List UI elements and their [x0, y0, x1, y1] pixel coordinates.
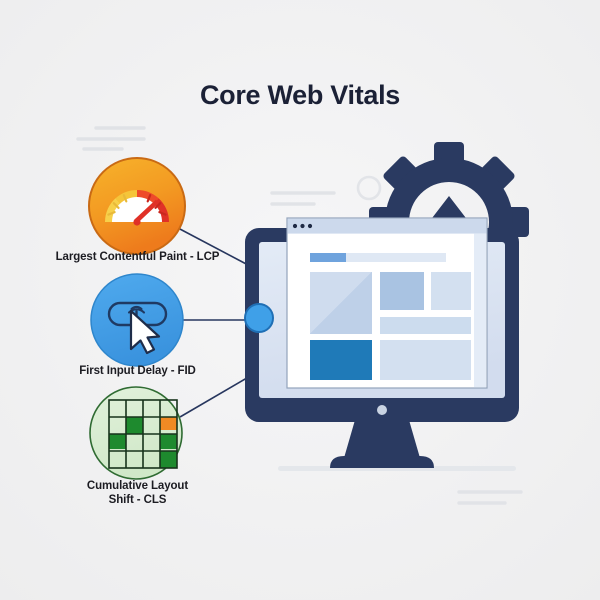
browser-titlebar-dots — [292, 223, 313, 229]
metric-icon-lcp[interactable] — [88, 157, 186, 255]
browser-scroll-strip — [474, 233, 486, 388]
progress-bar-track — [310, 253, 446, 262]
metric-icon-fid[interactable] — [90, 273, 184, 367]
decorative-circle-outline — [356, 175, 382, 201]
card-block-light — [431, 272, 471, 310]
gauge-hub — [133, 218, 141, 226]
hero-block — [310, 272, 372, 334]
browser-window-mockup — [286, 217, 488, 389]
progress-bar-filled — [310, 253, 346, 262]
accent-block — [310, 340, 372, 380]
page-title: Core Web Vitals — [199, 80, 401, 110]
monitor-stand-neck — [344, 420, 420, 458]
connector-line-cls — [179, 374, 253, 418]
connector-hub-dot[interactable] — [244, 303, 274, 333]
speedometer-gauge-icon — [105, 189, 170, 226]
metric-label-lcp: Largest Contentful Paint - LCP — [55, 251, 220, 263]
monitor-stand-base — [330, 456, 434, 468]
panel-block — [380, 340, 471, 380]
titlebar-dot — [307, 223, 313, 229]
page-content-blocks — [310, 253, 471, 380]
monitor-power-dot — [377, 405, 387, 415]
mouse-cursor-icon — [129, 309, 161, 355]
grid-filled-cells — [109, 417, 177, 468]
decorative-speed-lines — [76, 126, 523, 505]
gauge-needle — [134, 199, 159, 224]
connector-lines — [177, 227, 253, 418]
titlebar-dot — [300, 223, 305, 229]
metric-label-fid: First Input Delay - FID — [79, 365, 196, 377]
card-block-medium — [380, 272, 424, 310]
grid-lines — [108, 399, 178, 469]
wide-bar-block — [380, 317, 471, 334]
metric-icon-cls[interactable] — [89, 386, 183, 480]
titlebar-dot — [292, 223, 298, 229]
browser-titlebar — [287, 218, 487, 234]
layout-grid-shift-icon — [108, 399, 178, 469]
cursor-click-button-icon — [107, 301, 168, 355]
connector-line-lcp — [177, 227, 251, 267]
metric-label-cls: Cumulative Layout Shift - CLS — [86, 480, 189, 506]
